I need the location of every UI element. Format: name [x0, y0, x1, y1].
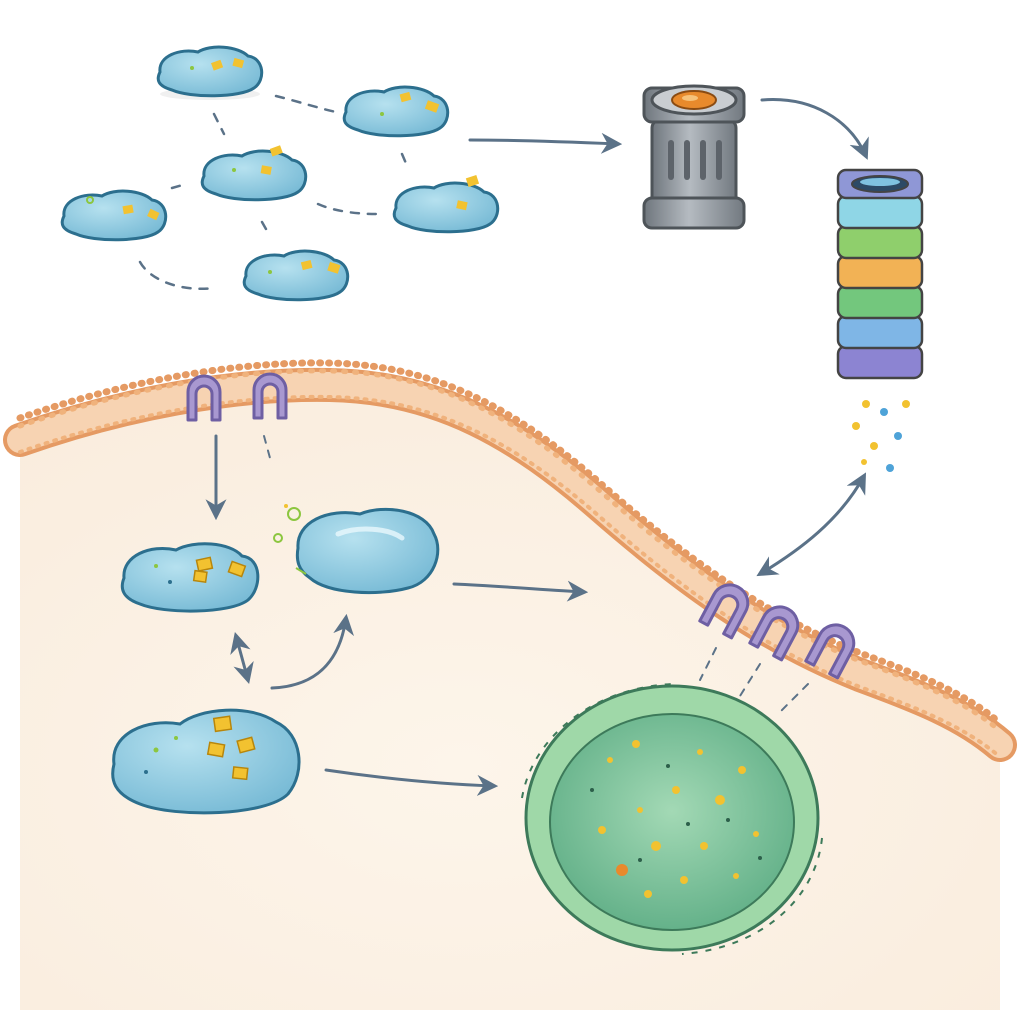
protein-aggregate	[111, 708, 301, 815]
protein-aggregate	[342, 85, 450, 138]
peptide-fragments	[852, 400, 910, 472]
protein-aggregate	[200, 145, 308, 202]
arrow-aggregate-to-membrane	[452, 580, 589, 602]
receptor-links	[263, 435, 809, 713]
vesicle-contents	[590, 740, 762, 898]
arrow-aggregates-to-proteasome	[468, 132, 623, 154]
protein-aggregate	[295, 507, 440, 595]
diffusion-traces	[138, 94, 410, 290]
membrane-receptor	[698, 583, 750, 640]
membrane-receptor	[186, 374, 222, 422]
protein-aggregate	[120, 542, 260, 613]
unfolded-peptides	[273, 504, 307, 575]
arrow-aggregate-to-vesicle	[324, 768, 499, 796]
arrow-aggregate-to-cluster	[270, 613, 355, 690]
arrow-aggregate-exchange	[230, 631, 254, 685]
pathway-arrows	[205, 98, 869, 796]
stacked-ring-complex	[836, 168, 924, 380]
membrane-receptor	[748, 605, 800, 662]
protein-aggregate	[392, 175, 500, 234]
membrane-receptor	[252, 372, 288, 420]
membrane-receptor	[804, 623, 856, 680]
proteasome-barrel	[642, 84, 746, 230]
protein-aggregate	[242, 249, 350, 302]
protein-aggregate	[60, 189, 168, 242]
arrow-fragments-to-receptor	[756, 472, 867, 577]
arrow-proteasome-to-rings	[760, 98, 869, 160]
protein-aggregate	[156, 45, 264, 100]
